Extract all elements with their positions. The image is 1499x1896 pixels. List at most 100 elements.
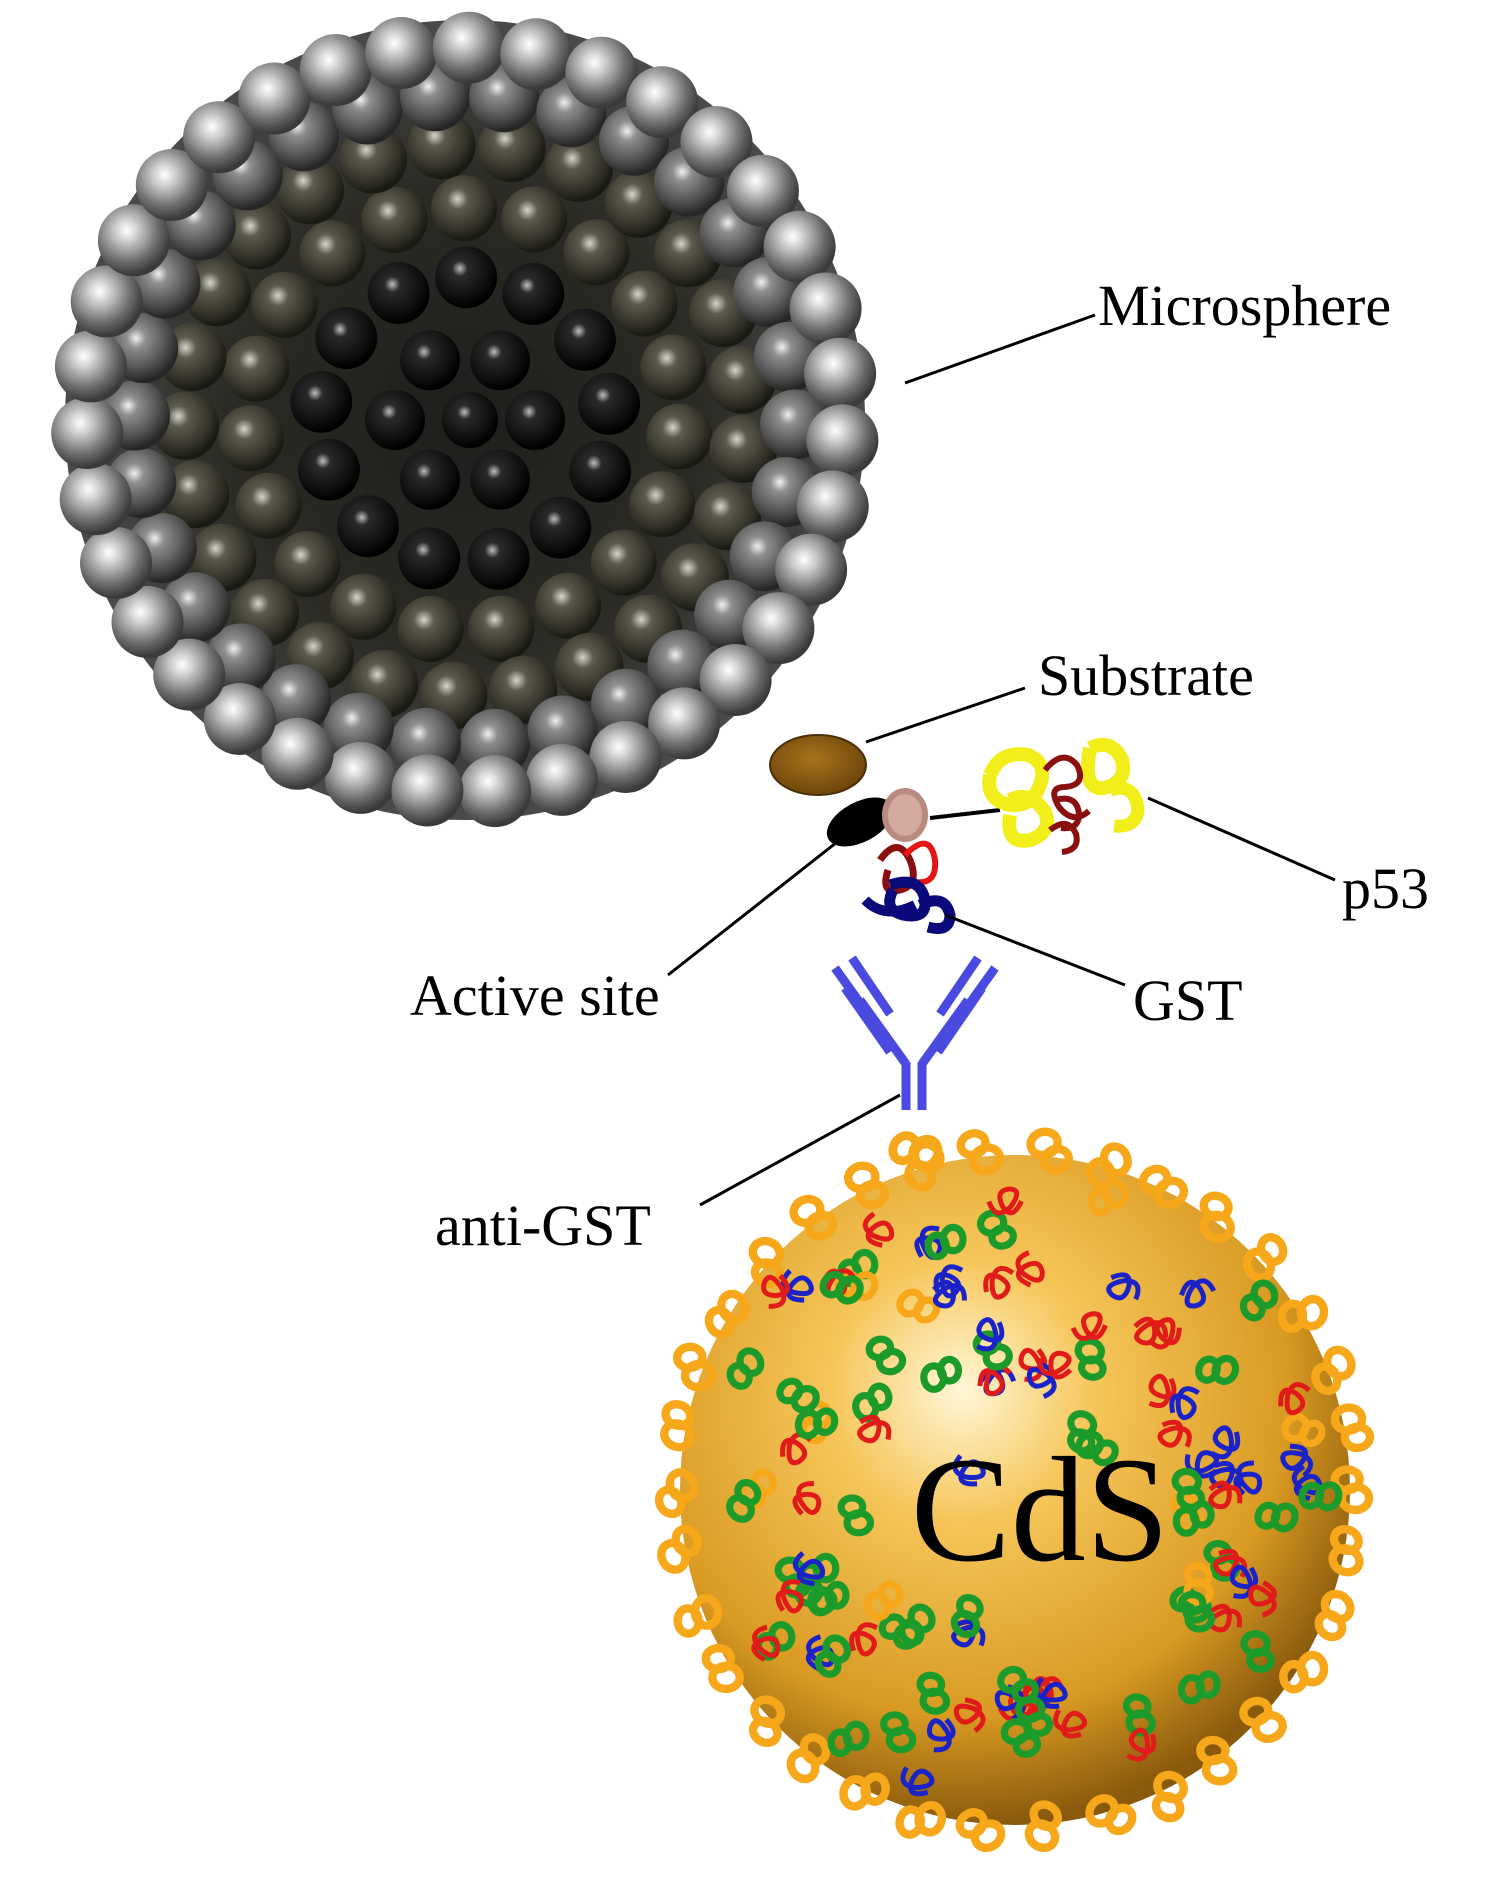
cds-nanoparticle: CdS [654,1127,1375,1852]
microsphere-bead [153,638,226,711]
microsphere-bead [315,307,378,369]
protein-ring [916,1671,951,1715]
microsphere-bead [251,271,318,338]
protein-ring [1328,1524,1364,1577]
gst-leader [944,913,1126,987]
microsphere-bead [563,219,630,286]
substrate-shape [769,734,867,796]
protein-ring [1067,1410,1098,1455]
protein-ring [1195,1354,1240,1385]
microsphere-bead [323,692,394,763]
protein-ring [863,1580,904,1621]
protein-ring [1000,1717,1042,1758]
microsphere-bead [646,403,713,470]
microsphere-bead [276,156,344,225]
protein-coil [1147,1317,1182,1350]
protein-ring [1026,1127,1074,1175]
microsphere-bead [70,265,143,338]
protein-coil [1210,1425,1241,1460]
protein-ring [956,1129,1005,1176]
anti-gst-label: anti-GST [435,1193,651,1258]
microsphere-bead [432,11,505,84]
active-site-label: Active site [410,963,660,1028]
microsphere-bead [97,204,170,277]
protein-coil [900,1766,935,1797]
protein-ring [1183,1561,1214,1606]
protein-coil [1280,1443,1313,1478]
protein-ring [1330,1403,1375,1453]
anti-gst-leader [699,1093,901,1207]
protein-ring [898,1603,936,1647]
microsphere-bead [361,187,428,253]
microsphere-bead [709,414,778,483]
protein-coil [1157,1419,1192,1448]
microsphere-bead [223,335,290,402]
microsphere-bead [589,721,662,793]
p53-label: p53 [1342,856,1429,921]
protein-coil [1126,1727,1157,1762]
gst-protein [861,788,956,934]
protein-coil [751,1624,781,1662]
microsphere-bead [59,463,132,536]
protein-ring [672,1342,717,1392]
protein-ring [1196,1735,1238,1786]
p53-leader [1147,796,1336,882]
protein-coil [1208,1480,1243,1510]
protein-ring [1177,1670,1221,1705]
microsphere-bead [397,596,464,662]
protein-coil [1278,1382,1311,1416]
microsphere-bead [80,526,152,599]
microsphere-bead [553,308,616,371]
cds-label: CdS [911,1427,1169,1593]
protein-ring [814,1634,852,1678]
protein-coil [792,1481,822,1516]
microsphere-bead [365,390,425,450]
protein-coil [931,1279,967,1309]
microsphere-bead [51,397,124,469]
protein-ring [776,1377,820,1414]
microsphere-bead [290,370,353,433]
protein-coil [780,1432,813,1466]
microsphere-bead [337,495,399,558]
protein-coil [775,1579,804,1614]
microsphere-bead [365,17,438,89]
microsphere-bead [468,595,535,662]
microsphere-bead [274,531,341,598]
substrate-leader [865,686,1026,744]
protein-ring [657,1524,702,1574]
microsphere-bead [611,270,678,337]
protein-ring [673,1594,723,1638]
gst-label: GST [1133,968,1243,1033]
protein-ring [827,1720,870,1758]
protein-ring [1281,1413,1326,1448]
microsphere-bead [442,392,498,448]
protein-ring [786,1733,831,1784]
protein-ring [1171,1467,1206,1511]
microsphere-bead [299,34,372,107]
microsphere-bead [459,755,532,828]
microsphere-bead [182,258,251,327]
microsphere-bead [111,586,184,658]
microsphere-bead [565,36,638,109]
microsphere-bead [640,334,707,401]
protein-ring [1138,1164,1189,1210]
active-site-shape [826,797,894,847]
protein-coil [792,1551,826,1587]
protein-ring [865,1335,907,1376]
protein-coil [761,1274,790,1309]
microsphere-bead [299,220,366,287]
microsphere-bead [217,405,284,472]
microsphere-bead [470,449,530,510]
microsphere-leader [904,313,1096,385]
protein-coil [849,1622,879,1657]
protein-ring [888,1131,943,1171]
microsphere-bead [763,210,836,283]
protein-coil [953,1697,986,1733]
microsphere-bead [324,741,397,814]
protein-ring [976,1209,1017,1250]
protein-ring [1279,1650,1329,1694]
microsphere-bead [470,330,530,391]
microsphere-bead [500,18,573,91]
microsphere-bead [400,330,460,391]
